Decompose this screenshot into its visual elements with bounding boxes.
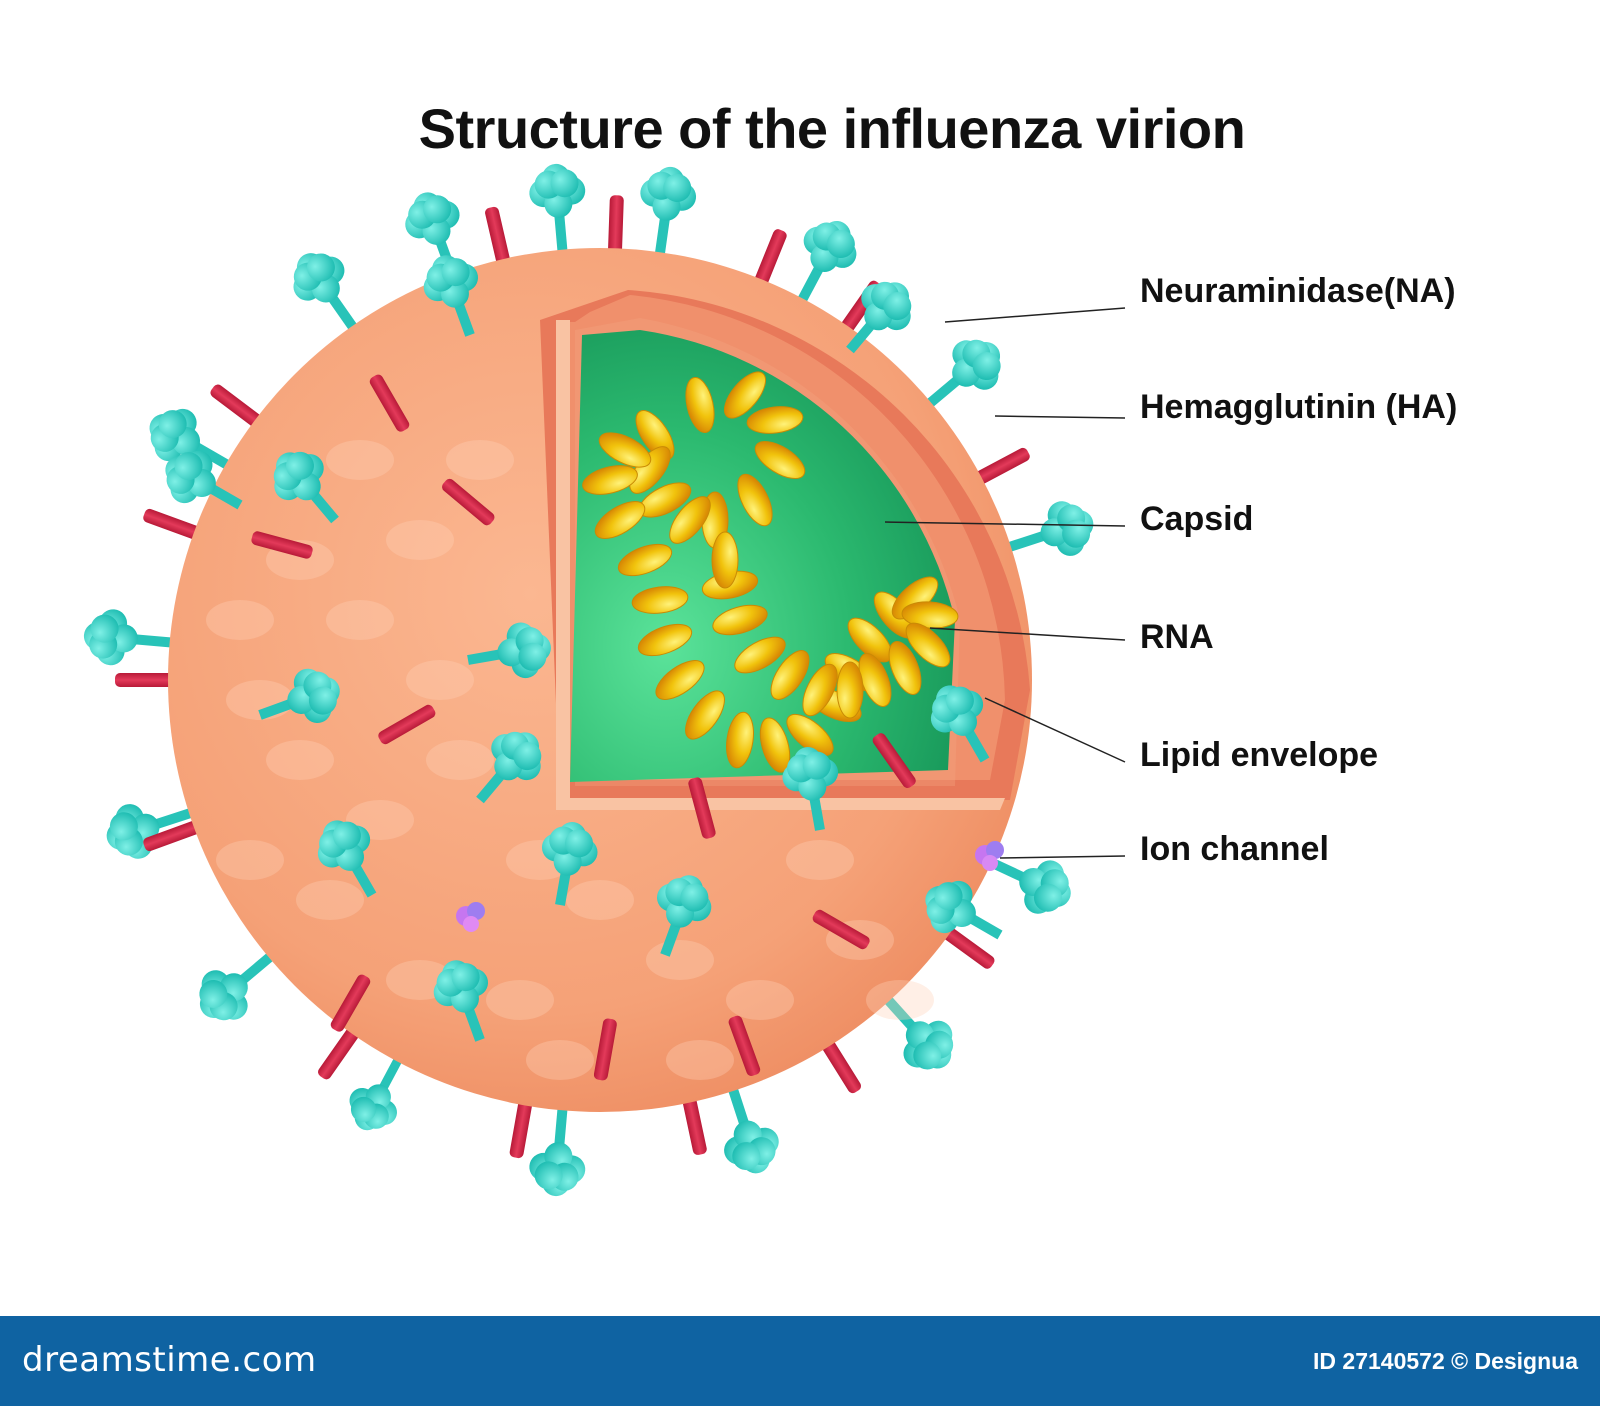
neuraminidase-icon [106,804,203,859]
diagram-stage [83,163,1126,1197]
hemagglutinin-icon [872,733,916,789]
label-lipid-envelope: Lipid envelope [1140,736,1379,774]
leader-lipid-envelope [984,697,1126,763]
neuraminidase-icon [656,875,712,957]
hemagglutinin-icon [688,777,716,839]
footer-site-link[interactable]: dreamstime.com [22,1340,317,1380]
neuraminidase-icon [724,1077,779,1174]
leader-lines [884,307,1126,859]
neuraminidase-icon [529,1097,586,1197]
neuraminidase-icon [317,820,377,898]
neuraminidase-icon [978,852,1071,914]
hemagglutinin-icon [330,974,371,1032]
rna-strand [582,371,959,773]
neuraminidase-icon [541,822,598,906]
leader-neuraminidase [944,307,1126,323]
ion-channel-icon [975,841,1004,871]
leader-capsid [884,521,1126,527]
hemagglutinin-icon [593,1018,617,1081]
hemagglutinin-icon [378,704,436,745]
footer-band: dreamstime.com ID 27140572 © Designua [0,1316,1600,1406]
label-capsid: Capsid [1140,500,1254,538]
label-hemagglutinin: Hemagglutinin (HA) [1140,388,1458,426]
hemagglutinin-icon [251,531,313,559]
front-spike-layer [165,255,1003,1081]
neuraminidase-icon [476,731,542,804]
hemagglutinin-icon [369,374,410,432]
neuraminidase-icon [918,339,1001,414]
neuraminidase-icon [930,685,990,763]
neuraminidase-icon [165,450,243,510]
label-neuraminidase: Neuraminidase(NA) [1140,272,1456,310]
leader-hemagglutinin [994,415,1126,419]
neuraminidase-icon [258,668,340,724]
hemagglutinin-icon [812,909,870,950]
diagram-title: Structure of the influenza virion [418,97,1246,160]
neuraminidase-icon [640,166,697,265]
label-ion-channel: Ion channel [1140,830,1329,868]
label-rna: RNA [1140,618,1214,656]
back-spike-layer [83,163,1094,1197]
footer-image-id: ID 27140572 © Designua [1313,1348,1578,1374]
neuraminidase-icon [467,622,551,679]
virion-diagram [83,163,1126,1197]
neuraminidase-icon [529,163,586,263]
neuraminidase-icon [423,255,479,337]
ion-channel-icon [456,902,485,932]
hemagglutinin-icon [728,1015,761,1076]
neuraminidase-icon [433,960,489,1042]
neuraminidase-icon [273,451,339,524]
neuraminidase-icon [782,747,839,831]
neuraminidase-icon [83,609,183,666]
leader-ion-channel [999,855,1126,859]
neuraminidase-icon [149,408,239,475]
leader-rna [929,627,1126,641]
neuraminidase-icon [846,281,912,354]
neuraminidase-icon [925,880,1003,940]
hemagglutinin-icon [442,478,495,526]
